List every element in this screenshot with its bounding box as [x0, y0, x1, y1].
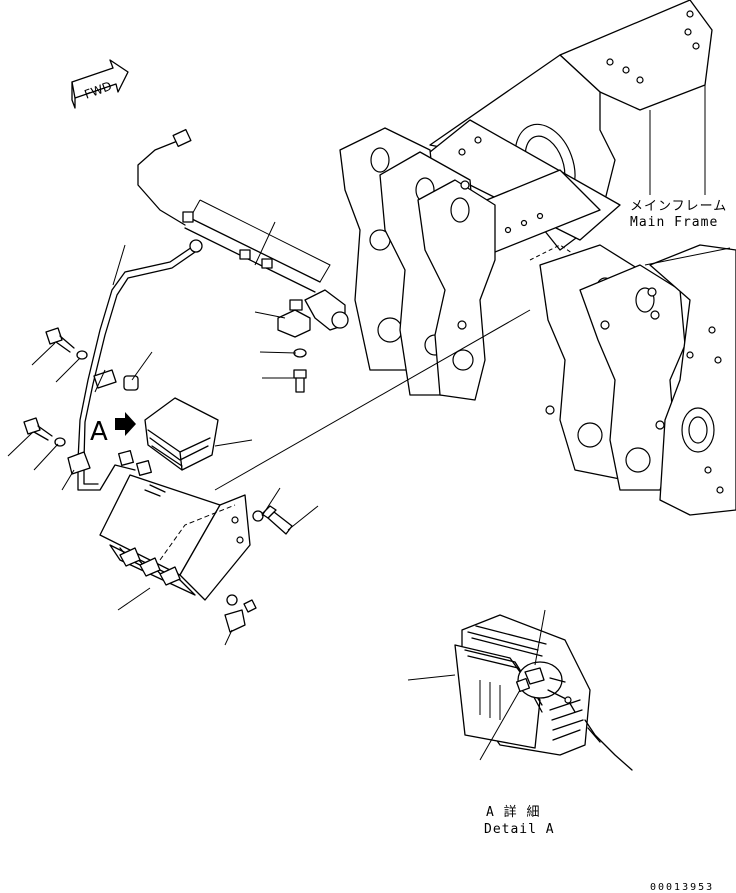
drawing-number: 00013953 [650, 882, 714, 893]
bolt-upper [45, 327, 88, 360]
callout-arrow-icon [115, 412, 136, 436]
detail-a-lamp [407, 609, 633, 771]
work-lamp [144, 397, 219, 471]
lamp-bracket [99, 450, 251, 601]
fwd-label: FWD [82, 79, 113, 102]
bolt-lower [23, 417, 66, 447]
fwd-arrow-icon: FWD [71, 59, 129, 109]
detail-caption-en: Detail A [484, 822, 555, 837]
bolt-right [252, 505, 293, 535]
leader-lines [7, 221, 319, 646]
main-frame-label-jp: メインフレーム [630, 199, 727, 214]
bolt-center [293, 348, 307, 393]
detail-a-caption: A 詳 細 Detail A [484, 804, 555, 837]
callout-letter: A [90, 417, 108, 447]
small-bracket [224, 594, 257, 633]
main-frame [214, 0, 736, 516]
wiring-harness [67, 128, 349, 491]
main-frame-label: メインフレーム Main Frame [630, 199, 727, 230]
main-frame-label-en: Main Frame [630, 215, 718, 230]
detail-caption-jp: A 詳 細 [486, 804, 540, 820]
callout-a: A [90, 412, 136, 447]
